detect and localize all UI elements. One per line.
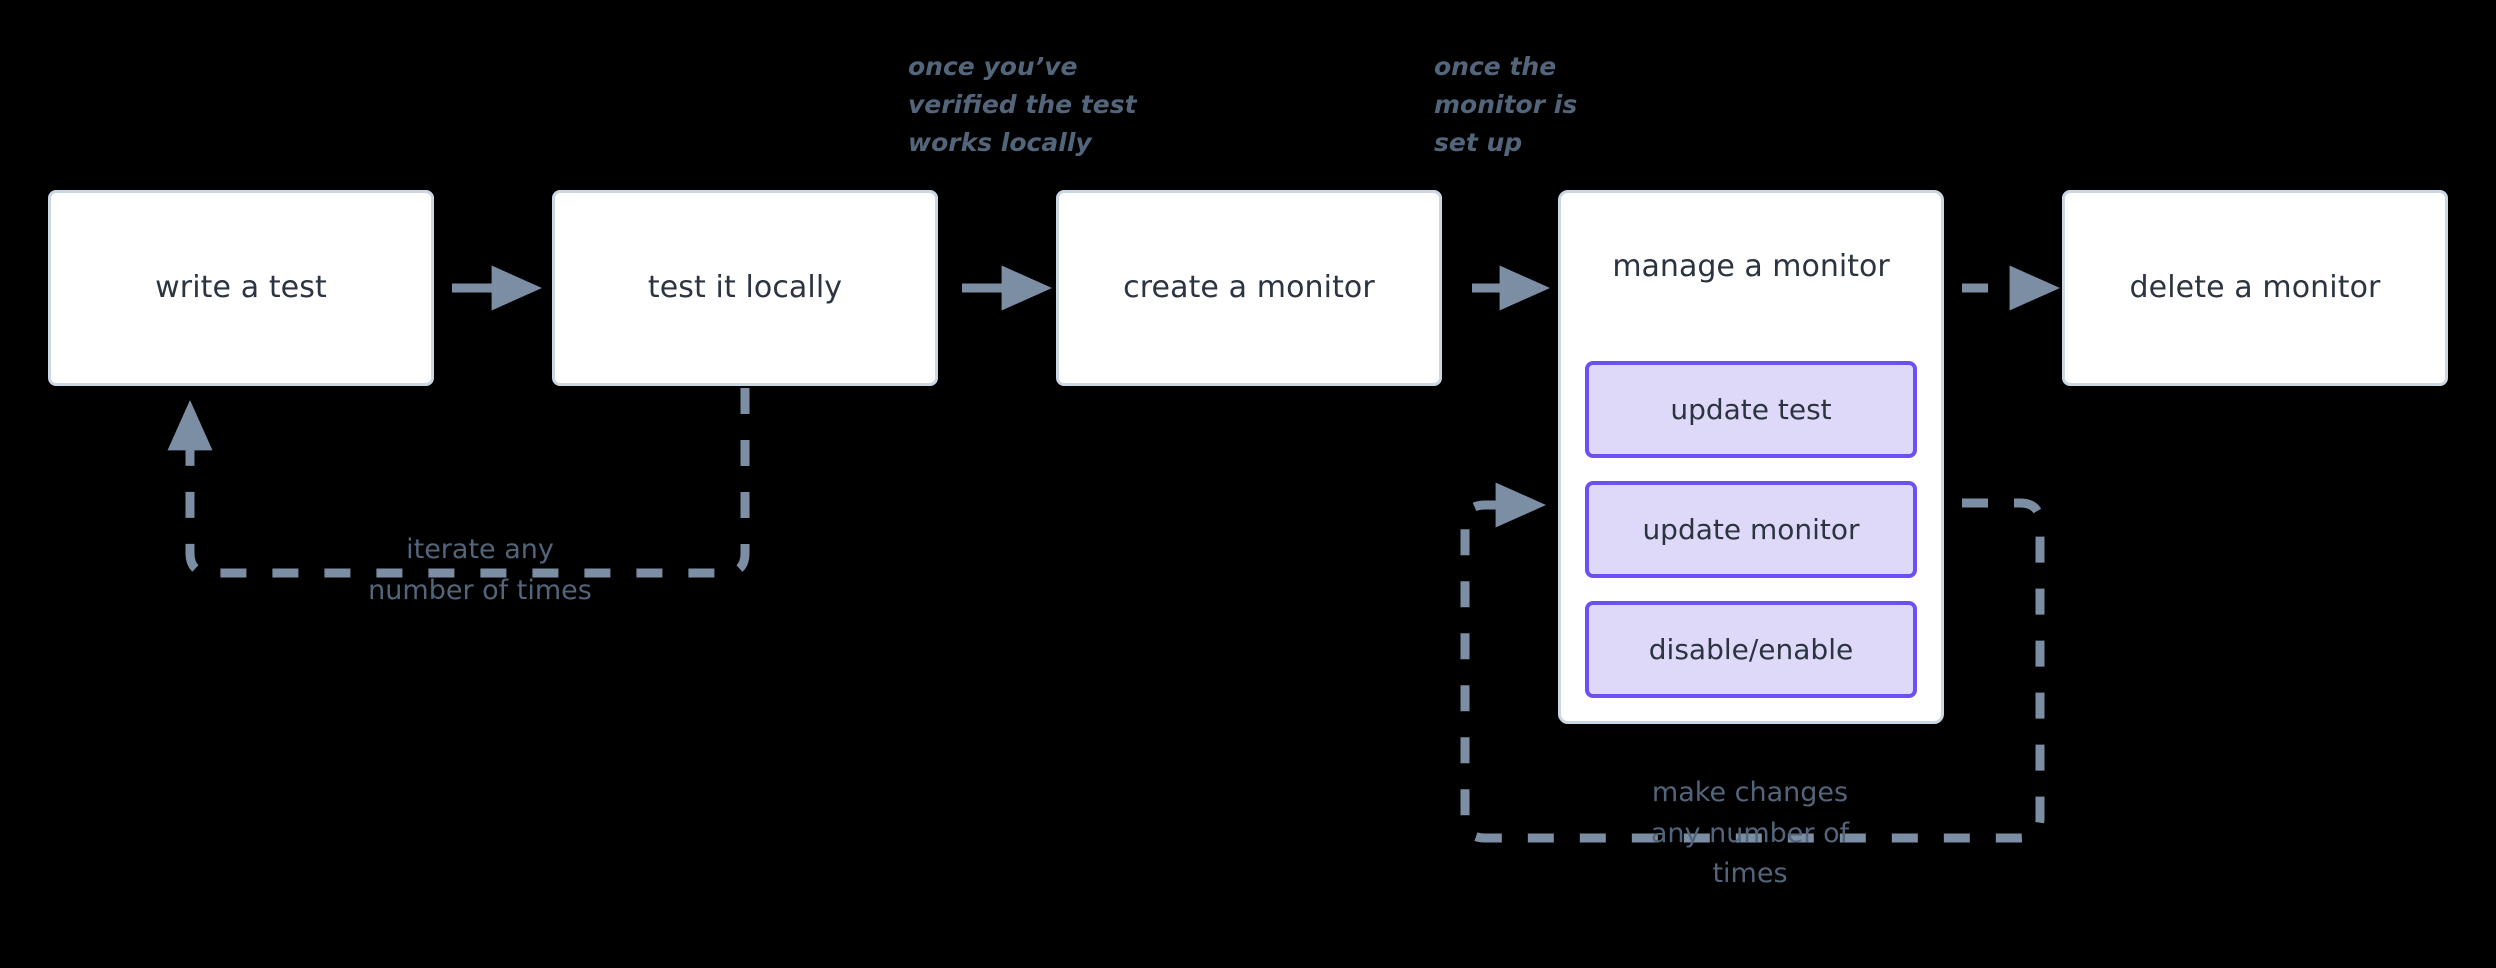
node-label: test it locally [647,270,843,305]
sub-node-label: update test [1670,393,1832,426]
manage-sub-node-list: update test update monitor disable/enabl… [1585,361,1917,698]
loop-label-iterate: iterate any number of times [368,534,592,606]
manage-a-monitor-title: manage a monitor [1612,249,1890,284]
node-manage-a-monitor[interactable]: manage a monitor update test update moni… [1558,190,1944,724]
node-label: create a monitor [1123,270,1375,305]
annotation-setup: once the monitor is set up [1434,52,1578,157]
sub-node-label: disable/enable [1648,633,1854,666]
node-label: write a test [155,270,327,305]
sub-node-update-test[interactable]: update test [1585,361,1917,458]
node-test-it-locally[interactable]: test it locally [552,190,938,386]
node-create-a-monitor[interactable]: create a monitor [1056,190,1442,386]
sub-node-label: update monitor [1642,513,1860,546]
annotation-verified: once you’ve verified the test works loca… [908,52,1137,157]
node-label: delete a monitor [2129,270,2381,305]
node-delete-a-monitor[interactable]: delete a monitor [2062,190,2448,386]
sub-node-update-monitor[interactable]: update monitor [1585,481,1917,578]
sub-node-disable-enable[interactable]: disable/enable [1585,601,1917,698]
loop-label-make-changes: make changes any number of times [1650,777,1850,889]
node-write-a-test[interactable]: write a test [48,190,434,386]
